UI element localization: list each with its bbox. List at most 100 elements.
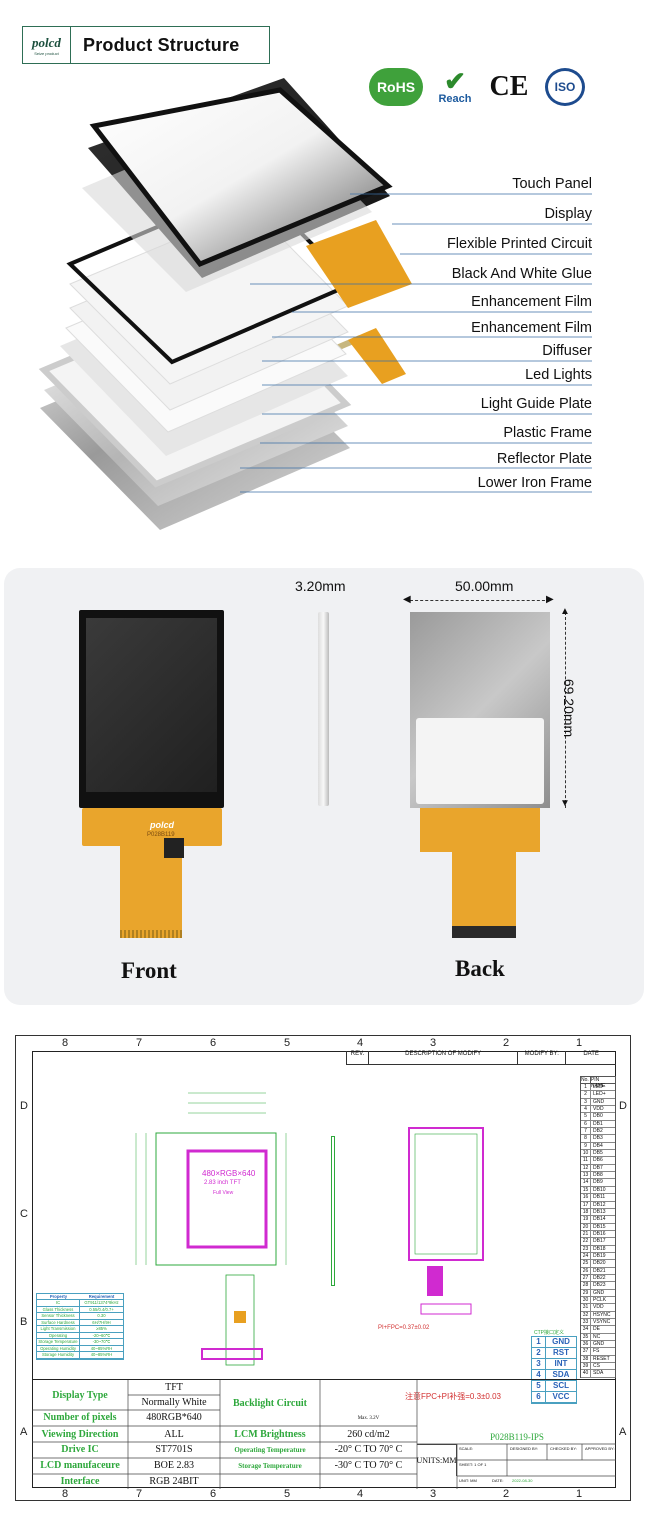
ctp-pin-no: 5	[532, 1381, 546, 1391]
fpc-chip	[164, 838, 184, 858]
ctp-pin-name: VCC	[552, 1392, 570, 1401]
spec-value: 480RGB*640	[146, 1412, 202, 1423]
ctp-pin-no: 2	[532, 1348, 546, 1358]
ctp-pin-no: 1	[532, 1337, 546, 1347]
spec-value: Normally White	[141, 1397, 207, 1408]
prop-name: Glass Thickness	[37, 1306, 80, 1312]
prop-value: ≥85%	[96, 1326, 107, 1331]
fpc-ic	[234, 1311, 246, 1323]
date-value: 2022-08-30	[512, 1478, 533, 1483]
lcd-pin-name: GND	[593, 1098, 605, 1105]
lcd-pin-name: DB19	[593, 1252, 606, 1259]
arrow-right-icon: ▶	[546, 594, 554, 605]
lcd-view: Full View	[213, 1190, 234, 1196]
back-fpc	[427, 1266, 443, 1296]
prop-value: GT911/1374*9kHz	[84, 1300, 119, 1305]
lcd-pin-no: 5	[581, 1113, 591, 1120]
layer-label: Reflector Plate	[496, 451, 592, 467]
touch-panel	[89, 87, 393, 268]
front-lcd-screen	[86, 618, 217, 792]
props-row: Sensor Thickness 0.30	[37, 1313, 123, 1320]
lcd-pin-name: DB3	[593, 1135, 603, 1142]
lcd-pin-name: LED-	[593, 1084, 605, 1090]
fpc-connector	[201, 1348, 263, 1360]
prop-value: 40~85%RH	[90, 1352, 113, 1357]
grid-column: 2	[503, 1488, 510, 1500]
layer-label: Led Lights	[525, 367, 592, 383]
prop-name: Sensor Thickness	[37, 1313, 80, 1319]
layer-label: Lower Iron Frame	[477, 475, 592, 491]
lcd-pin-name: CS	[593, 1363, 600, 1370]
spec-label: Operating Temperature	[234, 1445, 306, 1454]
lcd-pin-no: 29	[581, 1289, 591, 1296]
lcd-pin-name: SDA	[593, 1370, 604, 1377]
spec-label: Storage Temperature	[238, 1461, 302, 1470]
rev-col: REV.	[347, 1051, 369, 1064]
prop-name: Operating Humidity	[37, 1345, 80, 1351]
layer-label: Light Guide Plate	[480, 396, 592, 412]
width-dim-line	[410, 600, 550, 601]
lcd-pin-name: RESET	[593, 1355, 610, 1362]
lcd-pin-name: DB6	[593, 1157, 603, 1164]
lcd-pin-no: 25	[581, 1260, 591, 1267]
brand-logo: polcd Seize product	[23, 27, 71, 63]
lcd-pin-no: 16	[581, 1194, 591, 1201]
lcd-pin-name: DB11	[593, 1194, 606, 1201]
side-profile	[318, 612, 329, 806]
fpc-model: P028B119	[147, 832, 175, 838]
lcd-pin-no: 30	[581, 1296, 591, 1304]
spec-value: ST7701S	[155, 1444, 193, 1455]
prop-name: Operating Temperature	[37, 1332, 80, 1338]
lcd-pin-name: DB10	[593, 1186, 606, 1193]
lcd-pin-name: DB9	[593, 1179, 603, 1186]
prop-value: 6H/7H/9H	[92, 1319, 111, 1325]
prop-value: 0.30	[97, 1313, 106, 1318]
grid-column: 4	[357, 1037, 364, 1049]
date-label: DATE:	[492, 1478, 504, 1483]
spec-label: Display Type	[52, 1389, 108, 1401]
grid-column: 2	[503, 1037, 510, 1049]
lcd-pin-name: VSYNC	[593, 1319, 611, 1325]
prop-value: 0.55/0.4/0.7+	[89, 1306, 114, 1312]
lcd-pin-no: 37	[581, 1348, 591, 1355]
back-outline	[408, 1127, 484, 1261]
lcd-pin-no: 39	[581, 1363, 591, 1370]
spec-value: ALL	[164, 1429, 184, 1440]
page-title: Product Structure	[83, 34, 240, 55]
ce-badge: CE	[489, 71, 529, 102]
rev-col: MODIFY BY:	[518, 1051, 567, 1064]
lcd-pin-name: DB13	[593, 1208, 606, 1215]
front-fpc-contacts	[120, 930, 182, 938]
lcd-pin-name: DB16	[593, 1230, 606, 1237]
lcd-pin-no: 7	[581, 1128, 591, 1135]
lcd-pin-no: 36	[581, 1341, 591, 1348]
spec-value: -20° C TO 70° C	[334, 1444, 403, 1455]
lcd-pin-name: LED+	[593, 1091, 606, 1098]
exploded-layer-diagram	[38, 78, 412, 530]
fpc-note: 注意FPC+PI补强=0.3±0.03	[405, 1392, 501, 1401]
spec-label: Drive IC	[61, 1444, 99, 1455]
lcd-pin-no: 33	[581, 1319, 591, 1326]
lcd-pin-name: DB4	[593, 1142, 603, 1149]
lcd-pin-name: DB18	[593, 1245, 606, 1252]
